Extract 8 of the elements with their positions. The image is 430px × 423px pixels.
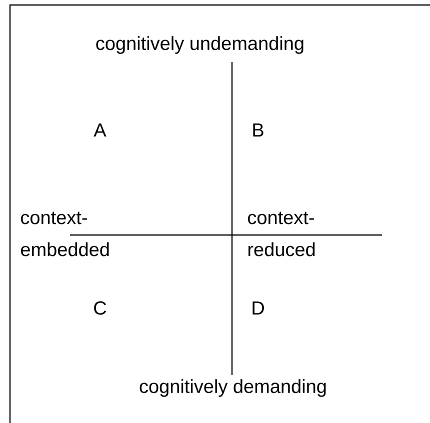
- quadrant-label: D: [252, 301, 264, 315]
- quadrant-label: context-embedded: [21, 212, 109, 256]
- quadrant-label: cognitively undemanding: [96, 36, 304, 54]
- quadrant-label: A: [94, 123, 106, 137]
- quadrant-label: context-reduced: [248, 212, 315, 256]
- quadrant-label: B: [253, 123, 264, 137]
- quadrant-label: cognitively demanding: [140, 379, 326, 397]
- quadrant-label: C: [94, 301, 106, 315]
